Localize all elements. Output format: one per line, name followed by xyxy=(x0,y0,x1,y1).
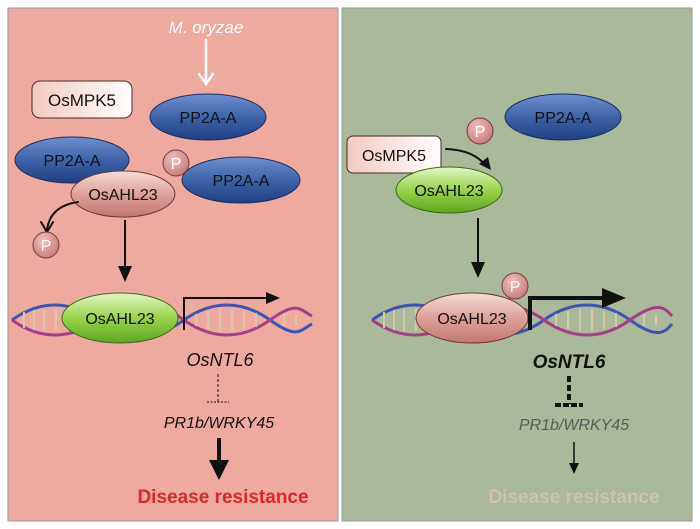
transcription-arrow-left xyxy=(183,292,280,330)
osahl23-upper-right-label: OsAHL23 xyxy=(414,183,483,200)
osmpk5-box-right xyxy=(346,135,442,174)
osahl23-dna-right-label: OsAHL23 xyxy=(437,311,506,328)
phospho-label-released: P xyxy=(41,238,52,255)
pathogen-arrow xyxy=(197,38,215,87)
pp2a-right-panel-label: PP2A-A xyxy=(535,110,592,127)
pp2a-right-panel-oval xyxy=(504,93,622,141)
osmpk5-label: OsMPK5 xyxy=(48,91,116,110)
phospho-label-bound: P xyxy=(171,156,182,173)
target-label-left: PR1b/WRKY45 xyxy=(164,415,274,432)
phospho-circle-released xyxy=(32,231,60,259)
phospho-label-top: P xyxy=(475,124,486,141)
osahl23-upper-right-oval xyxy=(395,166,503,214)
osahl23-dna-label: OsAHL23 xyxy=(85,311,154,328)
phospho-label-dna: P xyxy=(510,279,521,296)
phospho-circle-dna xyxy=(501,272,529,300)
phospho-circle-bound xyxy=(162,149,190,177)
gene-label-right: OsNTL6 xyxy=(533,352,606,373)
down-arrow-to-dna xyxy=(118,220,132,282)
outcome-label-left: Disease resistance xyxy=(137,487,308,508)
left-panel: M. oryzae OsMPK5 PP2A-A PP2A-A PP2A-A Os… xyxy=(11,18,313,508)
outcome-label-right: Disease resistance xyxy=(488,487,659,508)
right-panel-background xyxy=(341,7,693,522)
pp2a-top-oval xyxy=(149,93,267,141)
osmpk5-label-right: OsMPK5 xyxy=(362,148,426,165)
phosphorylation-arrow xyxy=(445,148,491,170)
osahl23-upper-label: OsAHL23 xyxy=(88,187,157,204)
target-label-right: PR1b/WRKY45 xyxy=(519,417,629,434)
osahl23-upper-oval xyxy=(70,170,176,218)
dashed-inhibition-left xyxy=(207,374,229,403)
pp2a-right-oval xyxy=(181,156,301,204)
osahl23-dna-oval xyxy=(61,292,179,344)
transcription-arrow-right xyxy=(528,288,626,330)
phospho-circle-top xyxy=(466,117,494,145)
pathogen-label: M. oryzae xyxy=(169,18,244,37)
osmpk5-box xyxy=(31,80,133,119)
outcome-arrow-right xyxy=(569,442,579,474)
pp2a-top-label: PP2A-A xyxy=(180,110,237,127)
pp2a-right-label: PP2A-A xyxy=(213,173,270,190)
pp2a-left-label: PP2A-A xyxy=(44,153,101,170)
dashed-inhibition-right xyxy=(555,376,583,407)
down-arrow-to-dna-right xyxy=(471,218,485,278)
pp2a-left-oval xyxy=(14,136,130,184)
outcome-arrow-left xyxy=(209,438,229,480)
right-panel: PP2A-A P OsMPK5 OsAHL23 xyxy=(346,93,674,508)
gene-label-left: OsNTL6 xyxy=(186,350,254,370)
